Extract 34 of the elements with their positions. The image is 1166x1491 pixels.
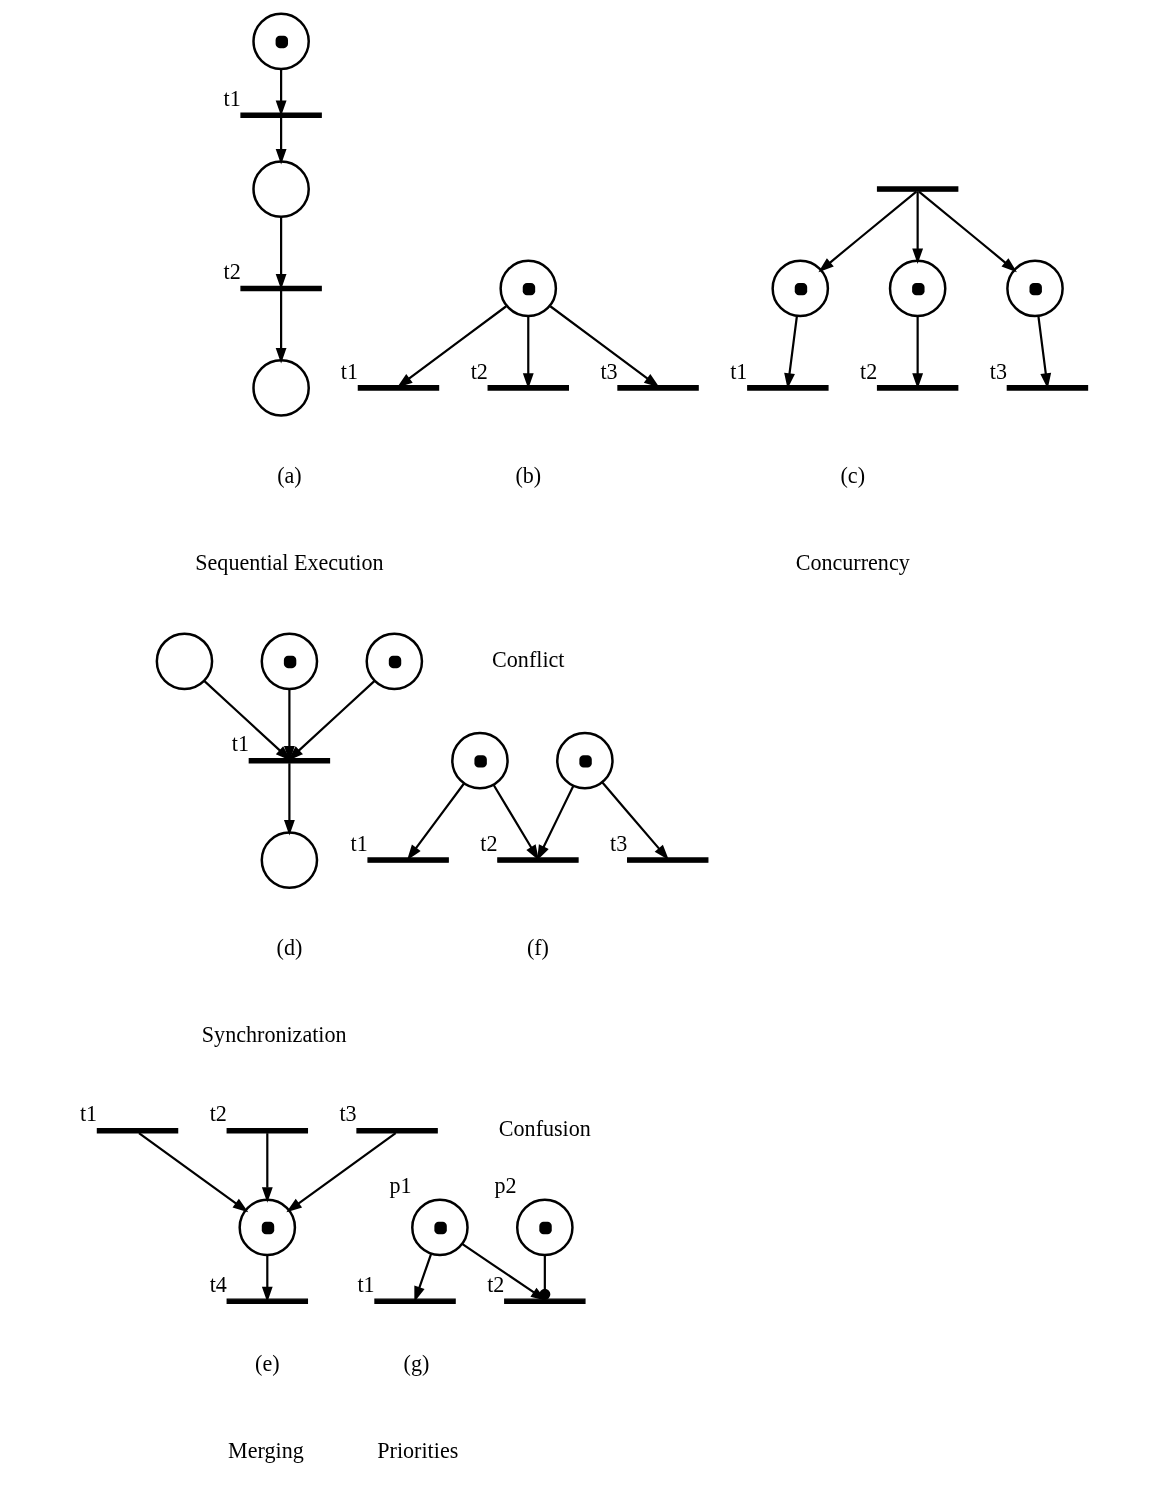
node-label: t3 <box>338 1101 357 1127</box>
label: Confusion <box>498 1115 591 1141</box>
node-label: t1 <box>350 830 368 856</box>
node-label: t1 <box>223 85 241 111</box>
node-label: t4 <box>209 1272 227 1297</box>
node-label: t1 <box>356 1272 375 1297</box>
label: Conflict <box>491 646 564 672</box>
node-label: t2 <box>859 358 877 384</box>
label: (f) <box>526 935 549 961</box>
label: Merging <box>227 1437 304 1463</box>
node-label: t2 <box>223 259 241 285</box>
node-label: t1 <box>231 731 249 757</box>
label: Sequential Execution <box>194 549 384 575</box>
node-label: t2 <box>209 1101 227 1127</box>
label: (b) <box>514 462 541 488</box>
node-label: p1 <box>389 1172 412 1198</box>
node-label: t1 <box>729 358 747 384</box>
label: Synchronization <box>201 1022 347 1048</box>
node-label: t2 <box>470 358 488 384</box>
node-label: t2 <box>486 1272 504 1297</box>
node-label: p2 <box>493 1172 517 1198</box>
label: Concurrency <box>795 549 910 575</box>
label: (g) <box>403 1350 429 1376</box>
node-label: t1 <box>340 358 358 384</box>
label: (e) <box>254 1350 280 1376</box>
node-label: t1 <box>79 1101 97 1127</box>
node-label: t3 <box>599 358 618 384</box>
label: (d) <box>276 935 302 961</box>
node-label: t3 <box>609 830 627 856</box>
node-label: t2 <box>479 830 498 856</box>
label: (c) <box>839 462 865 488</box>
label: (a) <box>276 462 302 488</box>
label: Priorities <box>376 1437 458 1463</box>
node-label: t3 <box>989 358 1007 384</box>
